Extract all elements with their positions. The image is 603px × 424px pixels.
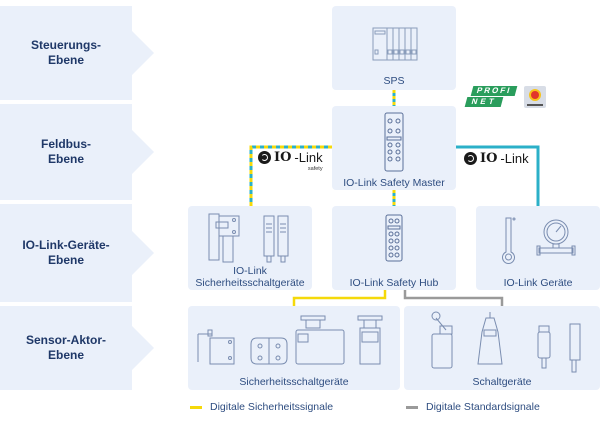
sps-label: SPS <box>383 75 405 87</box>
hub-safety-switches-link <box>292 290 387 306</box>
legend-safety-swatch <box>190 405 202 409</box>
level-feldbus: Feldbus- Ebene <box>0 104 154 200</box>
iolink-devices-label: IO-Link Geräte <box>503 277 573 289</box>
level-arrow <box>132 130 154 174</box>
safety-devices-box: IO-Link Sicherheitsschaltgeräte <box>188 206 312 290</box>
hub-box: IO-Link Safety Hub <box>332 206 456 290</box>
level-arrow <box>132 231 154 275</box>
plc-icon <box>372 27 418 61</box>
iolink-safety-subtext: safety <box>307 166 323 172</box>
master-label: IO-Link Safety Master <box>343 177 445 189</box>
iolink-link-text: -Link <box>500 151 529 166</box>
iolink-link-text: -Link <box>294 150 323 165</box>
safety-switch-icon <box>208 213 289 263</box>
safety-devices-label: IO-Link Sicherheitsschaltgeräte <box>195 265 305 289</box>
hub-switches-link <box>403 290 504 306</box>
master-safety-devices-link-dash <box>249 145 332 206</box>
thermometer-icon <box>502 217 516 264</box>
profinet-top-text: PROFI <box>470 86 518 96</box>
iolink-label: IO-Link <box>464 151 529 166</box>
iolink-io-text: IO <box>274 150 292 165</box>
profinet-bottom-text: NET <box>464 97 504 107</box>
iolink-hub-icon <box>385 214 403 262</box>
profisafe-dot-icon <box>531 91 539 99</box>
level-arrow <box>132 326 154 370</box>
legend-safety-label: Digitale Sicherheitssignale <box>210 401 334 413</box>
hub-label: IO-Link Safety Hub <box>349 277 439 289</box>
safety-switches-box: Sicherheitsschaltgeräte <box>188 306 400 390</box>
level-label: Sensor-Aktor- Ebene <box>25 333 106 362</box>
level-arrow <box>132 31 154 75</box>
switches-icon <box>431 311 581 373</box>
iolink-safety-label: IO-Link safety <box>258 150 323 172</box>
iolink-io-text: IO <box>480 151 498 166</box>
switches-box: Schaltgeräte <box>404 306 600 390</box>
sps-box: SPS <box>332 6 456 90</box>
profisafe-badge <box>524 86 546 108</box>
level-iolink-geraete: IO-Link-Geräte- Ebene <box>0 204 154 302</box>
level-label: Feldbus- Ebene <box>41 137 91 166</box>
master-iolink-devices-link <box>456 145 540 206</box>
pressure-gauge-icon <box>536 219 576 256</box>
legend-standard: Digitale Standardsignale <box>406 401 540 413</box>
iolink-devices-box: IO-Link Geräte <box>476 206 600 290</box>
level-sensor-aktor: Sensor-Aktor- Ebene <box>0 306 154 390</box>
legend-safety: Digitale Sicherheitssignale <box>190 401 333 413</box>
legend-standard-swatch <box>406 405 418 409</box>
legend-standard-label: Digitale Standardsignale <box>426 401 540 413</box>
level-steuerung: Steuerungs- Ebene <box>0 6 154 100</box>
iolink-master-icon <box>384 112 404 172</box>
switches-label: Schaltgeräte <box>472 376 532 388</box>
level-label: Steuerungs- Ebene <box>30 38 101 67</box>
profisafe-text <box>527 104 543 106</box>
profinet-logo: PROFI NET <box>464 86 518 108</box>
level-label: IO-Link-Geräte- Ebene <box>22 238 110 267</box>
master-box: IO-Link Safety Master <box>332 106 456 190</box>
safety-switches-icon <box>197 315 383 365</box>
safety-switches-label: Sicherheitsschaltgeräte <box>239 376 349 388</box>
iolink-logo-icon <box>464 152 477 165</box>
iolink-logo-icon <box>258 151 271 164</box>
